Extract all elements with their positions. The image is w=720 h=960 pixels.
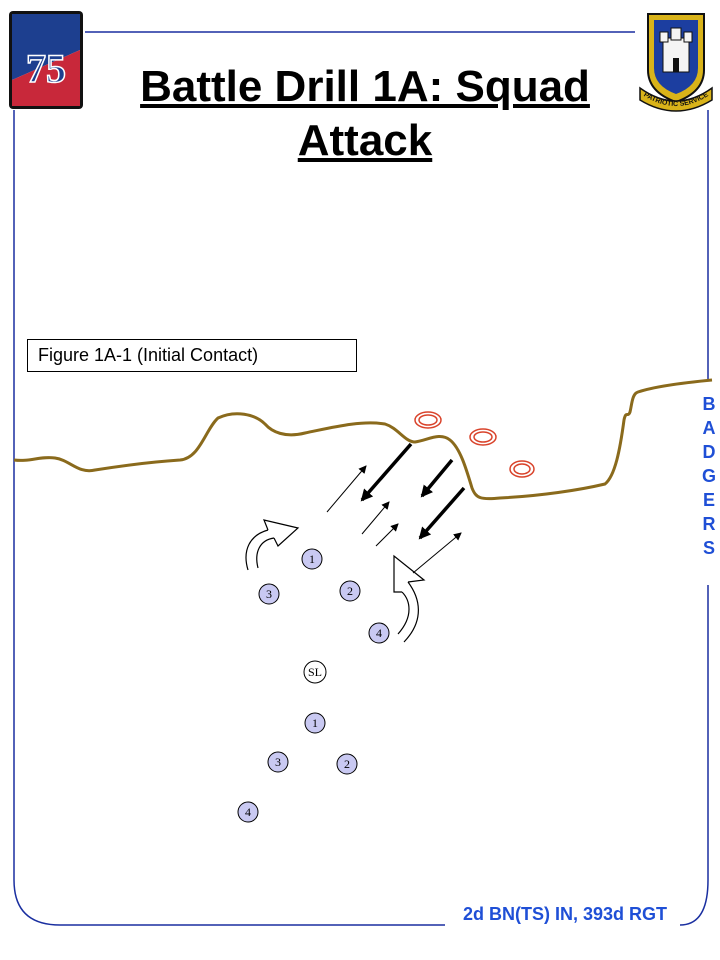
squad-member-label: 1: [309, 552, 315, 566]
return-fire-arrow: [375, 523, 399, 547]
squad-member-marker: 1: [304, 712, 326, 734]
squad-member-marker: 1: [301, 548, 323, 570]
squad-member-label: 3: [266, 587, 272, 601]
enemy-position: [469, 428, 497, 446]
regimental-crest-logo: PATRIOTIC SERVICE: [639, 13, 713, 112]
squad-member-label: 4: [245, 805, 251, 819]
side-letter: G: [701, 466, 716, 486]
squad-member-marker: 4: [237, 801, 259, 823]
squad-member-marker: 3: [267, 751, 289, 773]
squad-leader-label: SL: [308, 665, 322, 679]
enemy-position: [414, 411, 442, 429]
terrain-line: [13, 378, 713, 501]
figure-label: Figure 1A-1 (Initial Contact): [27, 339, 357, 372]
squad-leader-marker: SL: [303, 660, 327, 684]
squad-member-label: 4: [376, 626, 382, 640]
squad-member-label: 2: [344, 757, 350, 771]
side-vertical-text: B A D G E R S: [698, 392, 720, 560]
squad-member-label: 3: [275, 755, 281, 769]
enemy-fire-arrow: [360, 442, 413, 502]
squad-member-marker: 3: [258, 583, 280, 605]
maneuver-arrow-right: [393, 554, 426, 643]
enemy-position: [509, 460, 535, 478]
side-letter: S: [702, 538, 715, 558]
division-patch-logo: 75: [9, 11, 83, 109]
side-letter: E: [702, 490, 715, 510]
side-letter: A: [702, 418, 716, 438]
patch-number: 75: [26, 46, 66, 91]
return-fire-arrow: [326, 465, 367, 513]
squad-member-marker: 2: [339, 580, 361, 602]
side-letter: D: [702, 442, 716, 462]
page-title: Battle Drill 1A: Squad Attack: [140, 62, 590, 165]
enemy-fire-arrow: [420, 458, 454, 498]
maneuver-arrow-left: [245, 519, 300, 571]
side-letter: R: [702, 514, 716, 534]
return-fire-arrow: [412, 532, 462, 574]
squad-member-label: 2: [347, 584, 353, 598]
squad-member-marker: 2: [336, 753, 358, 775]
side-letter: B: [702, 394, 716, 414]
footer-unit-text: 2d BN(TS) IN, 393d RGT: [462, 904, 668, 924]
squad-member-marker: 4: [368, 622, 390, 644]
enemy-fire-arrow: [418, 486, 466, 540]
return-fire-arrow: [361, 501, 390, 535]
squad-member-label: 1: [312, 716, 318, 730]
